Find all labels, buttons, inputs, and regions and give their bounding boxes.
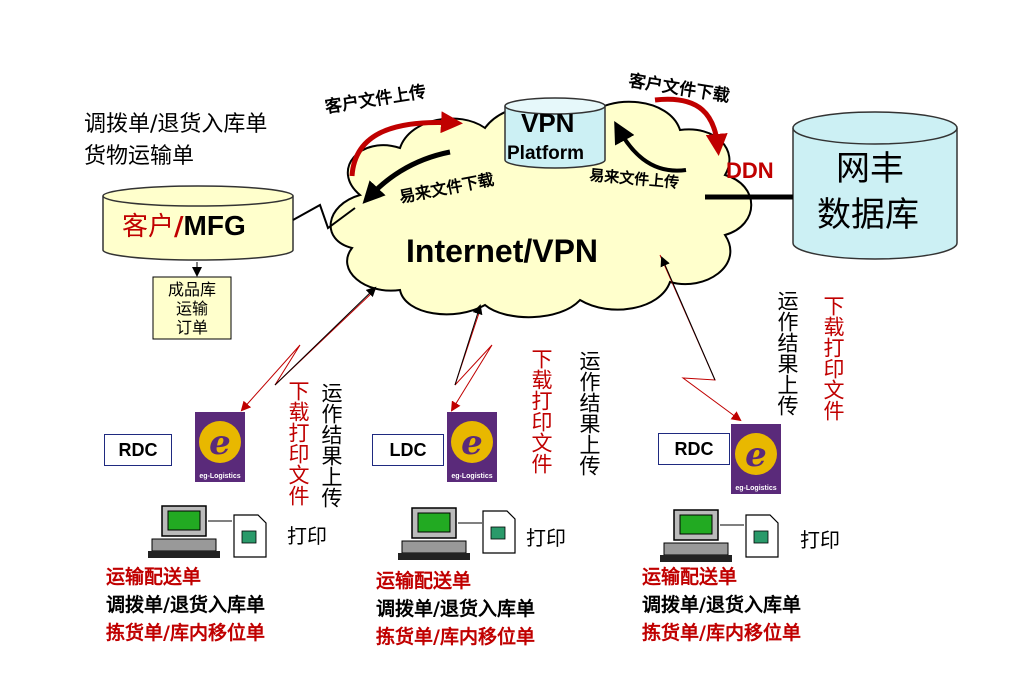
vpn-label-line-1: VPN — [521, 108, 575, 138]
site-3-doc-3: 拣货单/库内移位单 — [642, 622, 801, 644]
document-icon-1 — [233, 514, 267, 558]
svg-text:e: e — [209, 423, 231, 463]
order-box-line-2: 运输 — [175, 299, 208, 318]
ddn-label: DDN — [726, 158, 774, 183]
eg-logistics-logo-1: e eg-Logistics — [195, 412, 245, 482]
header-line-2: 货物运输单 — [84, 144, 195, 169]
svg-text:e: e — [745, 435, 767, 475]
site2-upload-link — [454, 304, 483, 386]
svg-text:eg-Logistics: eg-Logistics — [451, 473, 492, 480]
client-upload-arrow — [349, 111, 463, 177]
client-label-a: 客户 — [122, 212, 175, 242]
eg-logistics-logo-2: e eg-Logistics — [447, 412, 497, 482]
site1-download-link — [240, 289, 376, 412]
site-1-print-label: 打印 — [287, 524, 327, 548]
client-label-sep: / — [174, 212, 184, 242]
client-label: 客户/MFG — [122, 210, 246, 242]
site-1-doc-2: 调拨单/退货入库单 — [106, 594, 265, 616]
site-3-doc-1: 运输配送单 — [642, 566, 738, 588]
site-2-doc-3: 拣货单/库内移位单 — [376, 626, 535, 648]
computer-icon-3 — [660, 509, 744, 562]
svg-text:eg-Logistics: eg-Logistics — [199, 473, 240, 480]
site-1-upload-label: 运作结果上传 — [319, 382, 343, 508]
database-cylinder — [792, 111, 958, 260]
site-2-doc-2: 调拨单/退货入库单 — [376, 598, 535, 620]
document-icon-3 — [745, 514, 779, 558]
order-box-label: 成品库 运输 订单 — [153, 280, 231, 337]
svg-text:eg-Logistics: eg-Logistics — [735, 485, 776, 492]
header-line-1: 调拨单/退货入库单 — [84, 112, 268, 137]
site-3-doc-2: 调拨单/退货入库单 — [642, 594, 801, 616]
site-3-code: RDC — [658, 433, 730, 465]
site-2-upload-label: 运作结果上传 — [577, 350, 601, 476]
site2-download-link — [450, 309, 493, 412]
database-label-line-1: 网丰 — [836, 149, 904, 189]
site-3-print-label: 打印 — [800, 528, 840, 552]
site3-upload-link — [660, 256, 716, 381]
vpn-label-line-2: Platform — [507, 143, 585, 164]
site-1-doc-1: 运输配送单 — [106, 566, 202, 588]
svg-text:e: e — [461, 423, 483, 463]
client-mfg-cylinder — [102, 185, 294, 261]
site-2-code: LDC — [372, 434, 444, 466]
site1-upload-link — [274, 286, 377, 386]
client-lightning-link — [292, 203, 356, 230]
site-1-download-label: 下载打印文件 — [286, 380, 310, 506]
yilai-download-arrow — [362, 149, 451, 204]
site-1-code: RDC — [104, 434, 172, 466]
order-box-frame — [152, 276, 232, 340]
document-icon-2 — [482, 510, 516, 554]
client-download-arrow — [654, 96, 728, 156]
site-1-doc-3: 拣货单/库内移位单 — [106, 622, 265, 644]
client-label-b: MFG — [183, 210, 246, 241]
site-3-upload-label: 运作结果上传 — [775, 290, 799, 416]
database-label-line-2: 数据库 — [817, 195, 919, 235]
computer-icon-2 — [398, 507, 482, 560]
eg-logistics-logo-3: e eg-Logistics — [731, 424, 781, 494]
yilai-upload-arrow — [614, 120, 687, 173]
cloud-label: Internet/VPN — [406, 233, 599, 269]
site-3-download-label: 下载打印文件 — [821, 295, 845, 421]
computer-icon-1 — [148, 505, 232, 558]
vpn-platform-cylinder — [504, 97, 606, 169]
site-2-download-label: 下载打印文件 — [529, 348, 553, 474]
order-box-line-1: 成品库 — [167, 280, 216, 299]
site-2-print-label: 打印 — [526, 526, 566, 550]
site-2-doc-1: 运输配送单 — [376, 570, 472, 592]
order-box-line-3: 订单 — [175, 318, 208, 337]
